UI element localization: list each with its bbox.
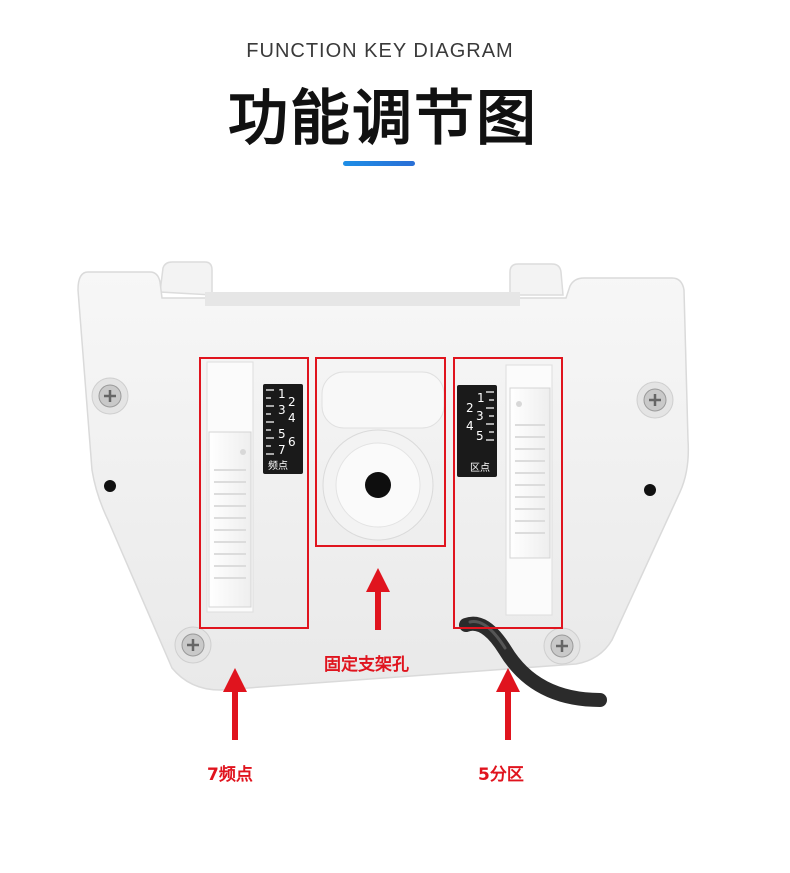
left-scale-5: 5	[278, 427, 286, 441]
mount-hole	[365, 472, 391, 498]
left-switch	[206, 361, 303, 613]
subtitle: FUNCTION KEY DIAGRAM	[246, 40, 514, 62]
screw-top-left-icon	[91, 377, 129, 415]
right-scale-2: 2	[466, 401, 474, 415]
mount-hole-label: 固定支架孔	[324, 655, 409, 675]
vent-hole-left	[104, 480, 116, 492]
arrow-mount-icon	[366, 568, 390, 630]
left-switch-label: 频点	[268, 459, 288, 472]
right-switch	[457, 364, 553, 616]
mount-highlight	[315, 357, 446, 547]
zone-switch-highlight	[453, 357, 563, 629]
right-scale-5: 5	[476, 429, 484, 443]
power-cable	[459, 616, 607, 707]
left-scale-4: 4	[288, 411, 296, 425]
screw-bottom-right-icon	[543, 627, 581, 665]
left-scale-6: 6	[288, 435, 296, 449]
screw-top-right-icon	[636, 381, 674, 419]
left-scale-1: 1	[278, 387, 286, 401]
right-scale-1: 1	[477, 391, 485, 405]
screw-bottom-left-icon	[174, 626, 212, 664]
right-switch-label: 区点	[470, 462, 490, 474]
left-scale-2: 2	[288, 395, 296, 409]
title-underline	[343, 161, 415, 166]
left-scale-7: 7	[278, 443, 286, 457]
right-scale-4: 4	[466, 419, 474, 433]
vent-hole-right	[644, 484, 656, 496]
left-scale-3: 3	[278, 403, 286, 417]
right-scale-3: 3	[476, 409, 484, 423]
zones-label: 5分区	[478, 765, 524, 785]
page-title: 功能调节图	[228, 84, 538, 154]
arrow-zone-icon	[496, 668, 520, 740]
freq-switch-highlight	[199, 357, 309, 629]
frequency-label: 7频点	[207, 765, 253, 785]
mount-block	[321, 371, 445, 541]
arrow-freq-icon	[223, 668, 247, 740]
